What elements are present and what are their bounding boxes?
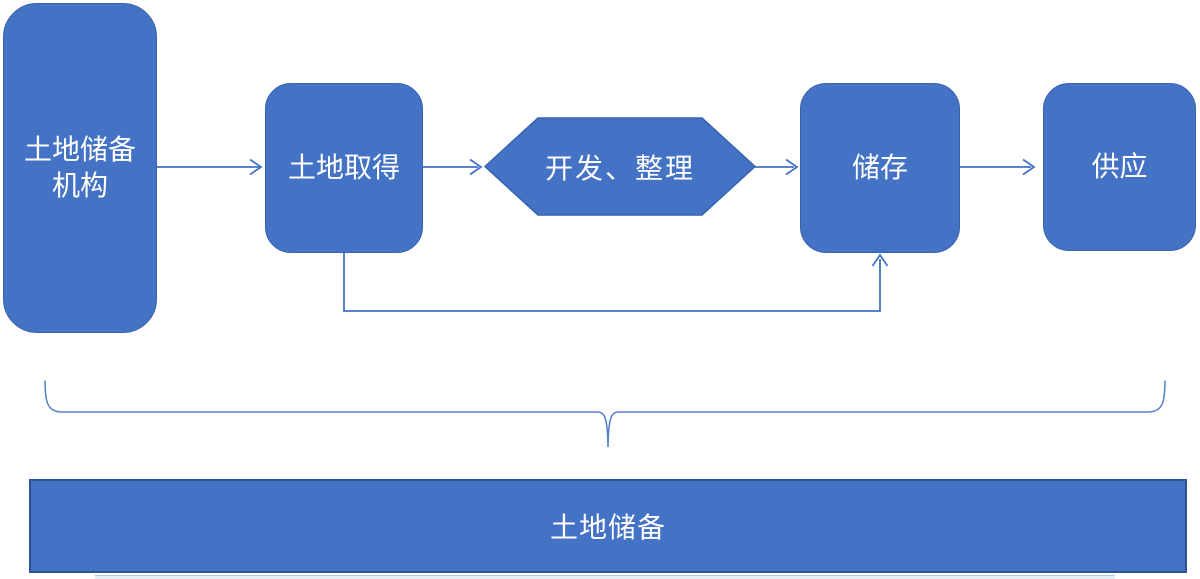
hexagon-shape [484, 117, 756, 216]
arrow-development-to-storage [755, 158, 799, 176]
node-development-label: 开发、整理 [544, 151, 695, 185]
node-land-reserve-agency: 土地储备 机构 [3, 3, 157, 333]
brace-process-group [44, 380, 1166, 448]
node-supply: 供应 [1043, 83, 1196, 251]
node-development-hexagon [484, 117, 756, 216]
node-land-acquisition: 土地取得 [265, 83, 423, 253]
arrow-agency-to-acquisition [157, 158, 263, 176]
node-storage: 储存 [800, 83, 960, 253]
arrow-storage-to-supply [960, 158, 1036, 176]
node-land-reserve-bar: 土地储备 [29, 479, 1187, 573]
arrow-acquisition-to-development [423, 158, 483, 176]
arrow-acquisition-to-storage-loop [343, 253, 889, 312]
cutoff-shape-edge [95, 575, 1115, 579]
